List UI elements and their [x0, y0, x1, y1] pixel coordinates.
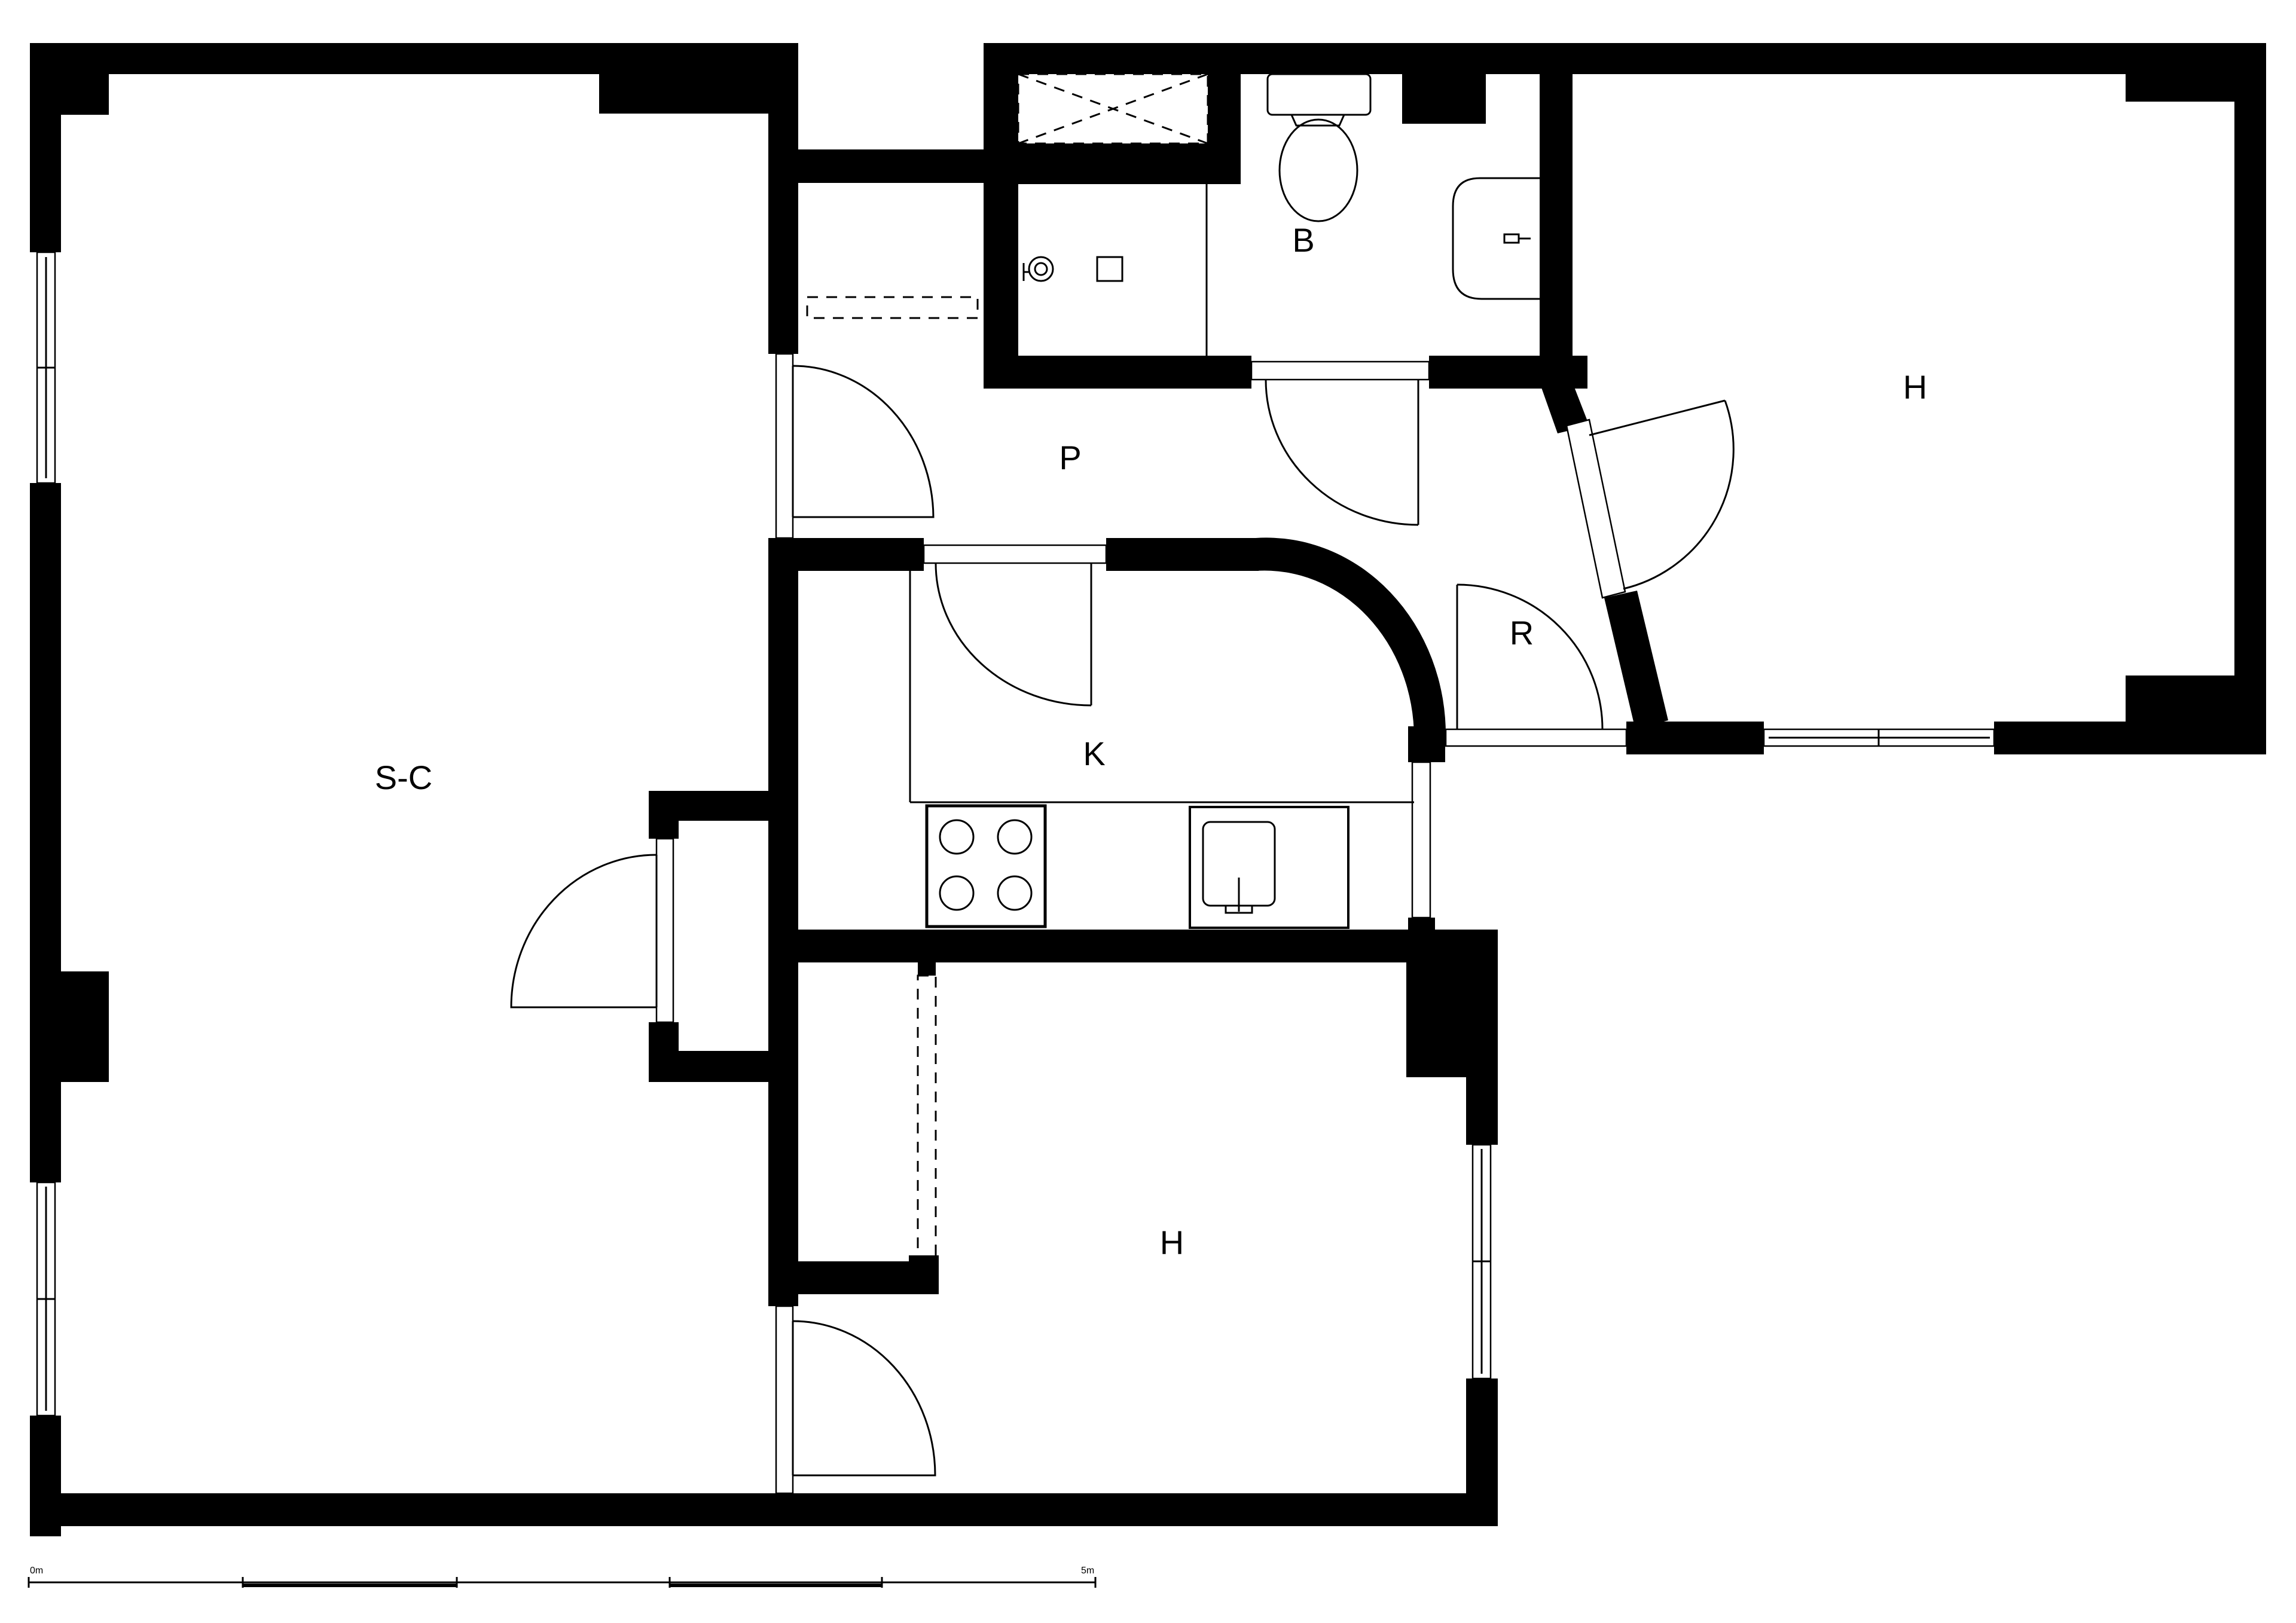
wall: [1466, 1379, 1498, 1526]
door-east-bedroom[interactable]: [1589, 399, 1735, 590]
wall: [984, 43, 1018, 389]
scale-bar: 0m 5m: [28, 1566, 1097, 1588]
door-frames: [655, 353, 1628, 1494]
wall: [1408, 726, 1445, 762]
room-label-living-dining: S-C: [375, 759, 432, 796]
wall: [1540, 383, 1589, 433]
wall: [2234, 43, 2266, 754]
hall-wardrobe: [806, 296, 979, 319]
window-west-top: [36, 251, 56, 484]
wall: [984, 356, 1251, 389]
door-south-bedroom[interactable]: [792, 1320, 936, 1477]
sink-icon: [1189, 806, 1349, 929]
room-label-east-bedroom: H: [1903, 368, 1927, 406]
wall: [649, 791, 679, 839]
wall: [1994, 722, 2266, 754]
room-labels: S-C P B H R K H: [375, 221, 1927, 1261]
wall: [984, 143, 1241, 184]
wall: [768, 538, 924, 571]
wall: [30, 43, 109, 115]
wall: [918, 962, 936, 976]
wall: [909, 1255, 939, 1294]
room-label-closet: R: [1510, 614, 1534, 652]
wall: [1208, 43, 1241, 184]
window-east-south-bedroom: [1471, 1144, 1492, 1380]
door-kitchen[interactable]: [935, 563, 1092, 707]
wall: [30, 1493, 1498, 1526]
wall: [1604, 591, 1668, 729]
wall: [599, 43, 798, 114]
wall: [649, 1051, 798, 1082]
walls: [30, 43, 2266, 1536]
bedroom-wardrobe: [917, 974, 937, 1258]
wall: [1106, 538, 1259, 571]
wall: [2126, 43, 2266, 102]
window-west-bottom: [36, 1181, 56, 1417]
room-label-hall: P: [1059, 439, 1081, 476]
kitchen-counter: [909, 571, 1414, 803]
wall: [1626, 722, 1764, 754]
fixtures: [806, 73, 1540, 1258]
wall: [768, 930, 1498, 962]
doors: [510, 365, 1735, 1477]
windows: [36, 251, 1995, 1494]
room-label-kitchen: K: [1083, 735, 1105, 772]
wall: [30, 971, 109, 1082]
room-label-south-bedroom: H: [1160, 1224, 1184, 1261]
wall: [984, 43, 2266, 74]
water-heater-icon: [1022, 184, 1208, 356]
curved-wall: [1256, 537, 1446, 738]
washbasin-icon: [1452, 177, 1540, 300]
room-label-bathroom: B: [1292, 221, 1314, 259]
door-closet[interactable]: [1456, 583, 1604, 730]
door-bathroom[interactable]: [1265, 379, 1419, 526]
window-east-bedroom-bottom: [1763, 728, 1995, 747]
shower-tray: [1017, 73, 1209, 145]
wall: [1402, 43, 1486, 124]
wall: [768, 43, 798, 354]
door-living[interactable]: [792, 365, 935, 518]
door-sc-closet[interactable]: [510, 854, 658, 1008]
scale-end-label: 5m: [1081, 1566, 1094, 1576]
stove-icon: [925, 804, 1047, 928]
wall: [768, 538, 798, 1306]
toilet-icon: [1266, 73, 1372, 222]
wall: [768, 149, 1013, 183]
scale-start-label: 0m: [30, 1566, 43, 1576]
wall: [1540, 43, 1573, 389]
